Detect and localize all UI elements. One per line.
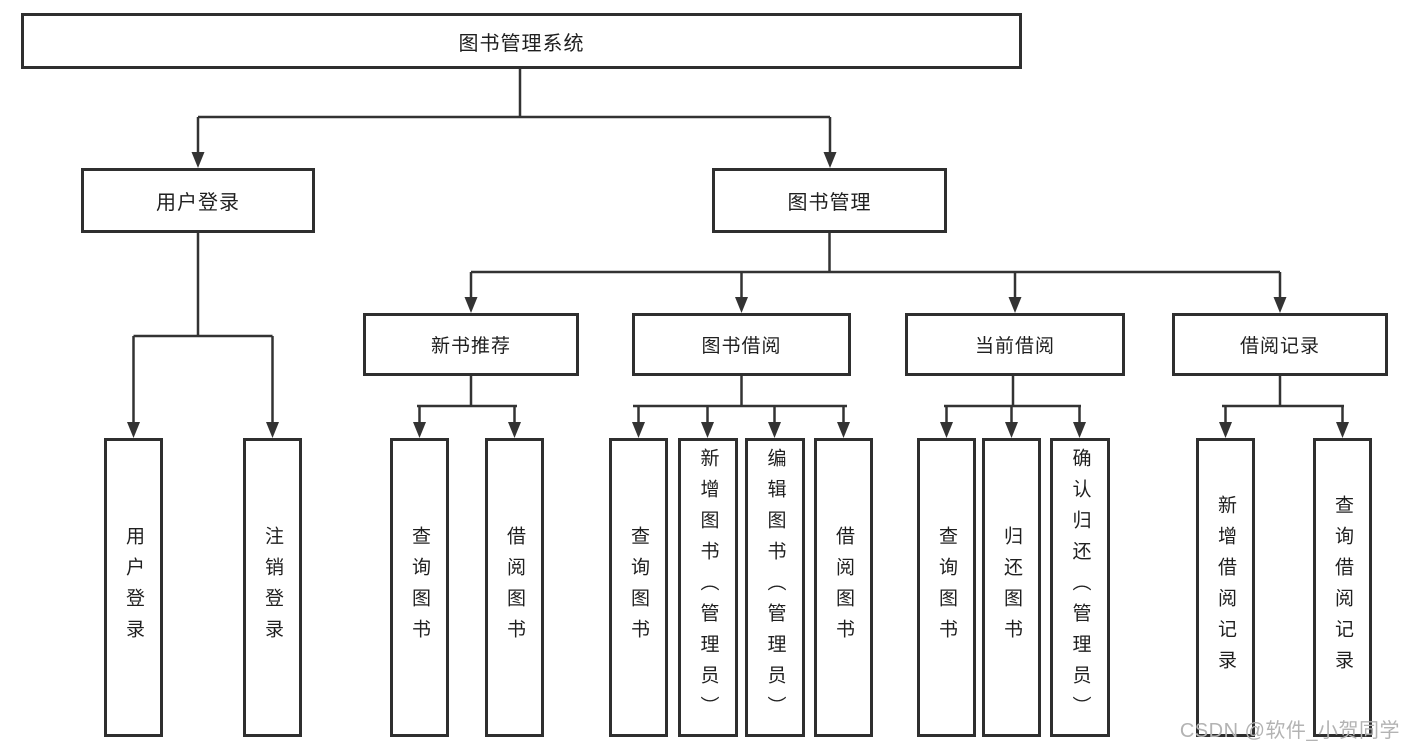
node-edit-book-admin-label: 编辑图书（管理员） — [764, 448, 786, 727]
node-current-borrow: 当前借阅 — [905, 313, 1125, 376]
node-confirm-return-admin-label: 确认归还（管理员） — [1069, 448, 1091, 727]
node-borrow-book-newrec: 借阅图书 — [485, 438, 544, 737]
connector-current-borrow — [940, 376, 1086, 438]
node-logout-leaf-label: 注销登录 — [262, 525, 283, 650]
node-borrow-record-label: 借阅记录 — [1239, 336, 1320, 357]
node-borrow-book-newrec-label: 借阅图书 — [504, 525, 525, 650]
node-query-book-current: 查询图书 — [917, 438, 976, 737]
node-book-management: 图书管理 — [712, 168, 947, 233]
node-book-borrow-label: 图书借阅 — [701, 336, 782, 357]
node-query-borrow-record: 查询借阅记录 — [1313, 438, 1372, 737]
node-book-borrow: 图书借阅 — [632, 313, 851, 376]
node-confirm-return-admin: 确认归还（管理员） — [1050, 438, 1110, 737]
connector-borrow-record — [1219, 376, 1349, 438]
node-add-book-admin: 新增图书（管理员） — [678, 438, 738, 737]
node-user-login-leaf-label: 用户登录 — [123, 525, 144, 650]
connector-book-borrow — [632, 376, 850, 438]
csdn-watermark: CSDN @软件_小贺同学 — [1179, 720, 1400, 742]
node-user-login-label: 用户登录 — [156, 192, 240, 214]
node-query-book-newrec-label: 查询图书 — [409, 525, 430, 650]
node-borrow-book-leaf: 借阅图书 — [814, 438, 873, 737]
node-logout-leaf: 注销登录 — [243, 438, 302, 737]
node-user-login-leaf: 用户登录 — [104, 438, 163, 737]
node-query-book-borrow-label: 查询图书 — [628, 525, 649, 650]
node-return-book: 归还图书 — [982, 438, 1041, 737]
node-root: 图书管理系统 — [21, 13, 1022, 69]
connector-new-book-recommend — [413, 376, 521, 438]
node-user-login: 用户登录 — [81, 168, 315, 233]
node-query-book-current-label: 查询图书 — [936, 525, 957, 650]
node-query-book-newrec: 查询图书 — [390, 438, 449, 737]
connector-book-management — [464, 233, 1287, 313]
node-current-borrow-label: 当前借阅 — [974, 336, 1055, 357]
node-borrow-record: 借阅记录 — [1172, 313, 1388, 376]
node-add-borrow-record-label: 新增借阅记录 — [1215, 494, 1236, 681]
connector-root — [191, 69, 837, 168]
node-query-book-borrow: 查询图书 — [609, 438, 668, 737]
connector-user-login — [127, 233, 279, 438]
node-add-borrow-record: 新增借阅记录 — [1196, 438, 1255, 737]
node-add-book-admin-label: 新增图书（管理员） — [697, 448, 719, 727]
node-book-management-label: 图书管理 — [787, 192, 872, 214]
node-edit-book-admin: 编辑图书（管理员） — [745, 438, 805, 737]
node-borrow-book-leaf-label: 借阅图书 — [833, 525, 854, 650]
node-return-book-label: 归还图书 — [1001, 525, 1022, 650]
node-new-book-recommend-label: 新书推荐 — [430, 336, 511, 357]
node-new-book-recommend: 新书推荐 — [363, 313, 579, 376]
node-query-borrow-record-label: 查询借阅记录 — [1332, 494, 1353, 681]
node-root-label: 图书管理系统 — [458, 32, 585, 55]
